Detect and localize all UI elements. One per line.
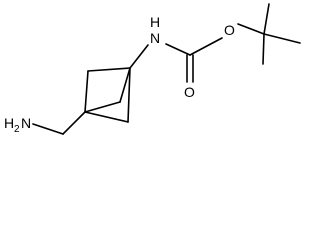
structure-canvas: N H O O H 2 N bbox=[4, 3, 301, 135]
bond-tbu-methyl-up bbox=[263, 3, 270, 35]
bond-bridgehead-top-to-back bbox=[127, 67, 131, 123]
bond-bridgehead-to-ch2 bbox=[62, 111, 86, 135]
bond-back-to-bridgehead-bottom bbox=[84, 111, 129, 123]
bond-bridgehead-top-to-left bbox=[87, 67, 131, 72]
bond-tbu-methyl-right bbox=[263, 33, 301, 44]
atom-label-amine-h-count: 2 bbox=[14, 124, 20, 135]
bond-ester-o-to-tbu-c bbox=[237, 23, 265, 35]
atom-label-nh-n: N bbox=[150, 30, 160, 46]
bond-ch2-to-amine bbox=[32, 123, 64, 135]
bond-front-to-bridgehead-bottom bbox=[84, 101, 121, 113]
bond-nh-to-carbonyl-c bbox=[165, 43, 191, 56]
atom-label-carbonyl-o: O bbox=[184, 84, 195, 100]
atom-label-amine-h: H bbox=[4, 115, 14, 131]
atom-label-nh-h: H bbox=[150, 14, 160, 30]
atom-label-amine-n: N bbox=[21, 115, 31, 131]
bond-bridgehead-top-to-front bbox=[119, 67, 131, 103]
bond-tbu-methyl-down bbox=[262, 33, 265, 65]
chemical-structure: N H O O H 2 N bbox=[4, 3, 301, 135]
bond-carbonyl-c-to-ester-o bbox=[189, 37, 223, 56]
bond-left-to-bridgehead-bottom bbox=[84, 70, 89, 113]
atom-label-ester-o: O bbox=[224, 22, 235, 38]
bond-bridgehead-to-nh bbox=[129, 44, 149, 69]
